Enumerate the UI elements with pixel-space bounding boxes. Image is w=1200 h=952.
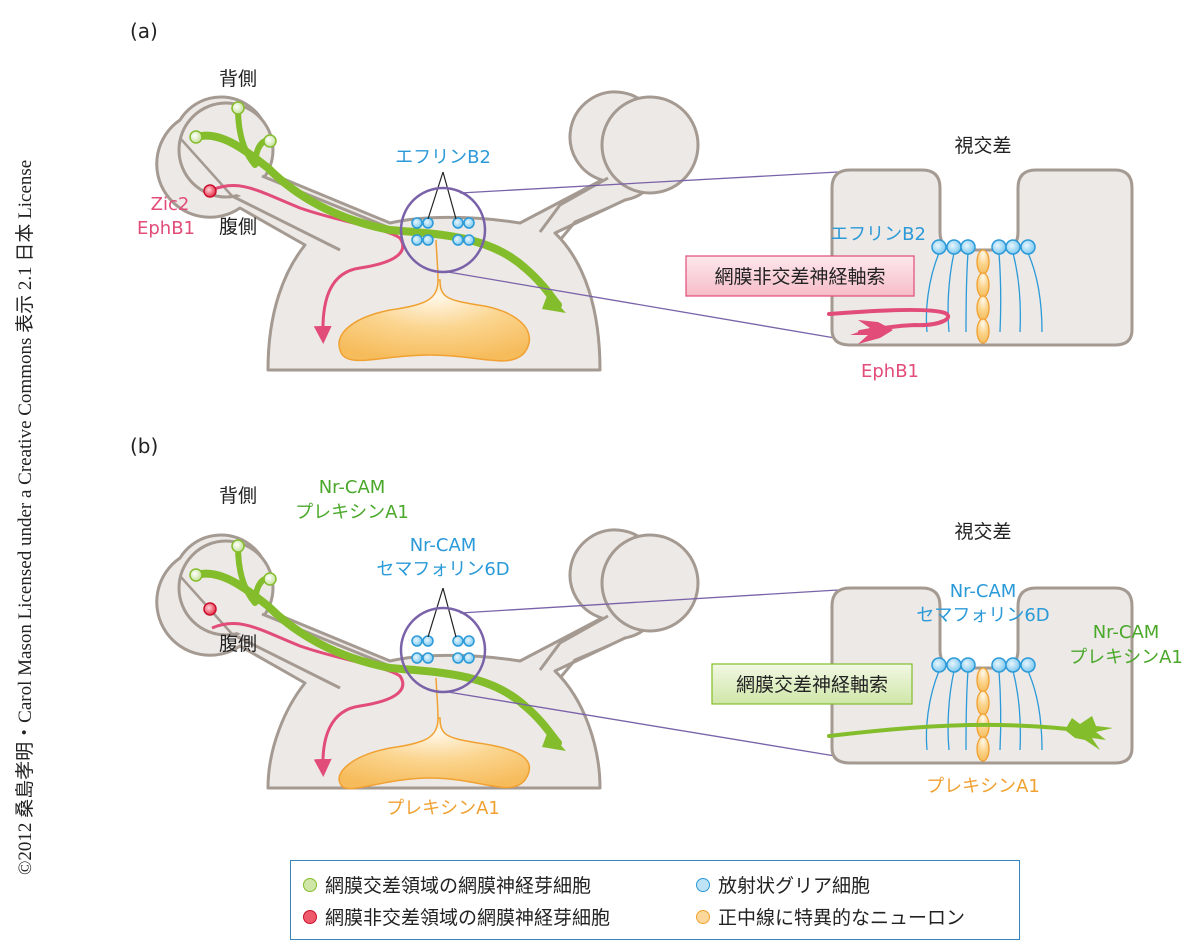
chiasm-inset (827, 586, 1134, 765)
plexina1-bottom-label: プレキシンA1 (386, 798, 500, 819)
growth-cone-marker-plexina1: プレキシンA1 (1069, 647, 1183, 668)
zoom-circle (399, 606, 487, 694)
retinal-cell-green (263, 572, 277, 586)
panel-a-label: (a) (130, 19, 158, 43)
zoom-connector (459, 171, 839, 194)
inset-plexina1-label: プレキシンA1 (926, 776, 1040, 797)
growth-cone (850, 320, 893, 344)
zoom-connector (459, 589, 839, 614)
ventral-label: 腹側 (219, 216, 257, 238)
retinal-cell-green (189, 568, 203, 582)
legend-label: 網膜非交差領域の網膜神経芽細胞 (325, 907, 611, 929)
uncrossed-axon-label: 網膜非交差神経軸索 (714, 266, 885, 288)
radial-glia (925, 252, 1043, 333)
zoom-connector (447, 271, 836, 339)
midline-neuron-chain (976, 249, 990, 344)
legend-label: 正中線に特異的なニューロン (718, 907, 966, 929)
axon-marker-plexina1: プレキシンA1 (295, 502, 409, 523)
ephrinb2-label: エフリンB2 (395, 147, 491, 168)
legend-item-noncrossing-retinal-cell: 網膜非交差領域の網膜神経芽細胞 (303, 903, 610, 930)
panel-b-label: (b) (130, 434, 158, 458)
pointer-lines (427, 587, 457, 638)
midline-marker-sema6d: セマフォリン6D (376, 559, 509, 580)
inset-ephrinb2-label: エフリンB2 (830, 224, 926, 245)
crossed-axon-box (711, 663, 913, 705)
panel-b: (b) (130, 434, 1183, 819)
blue-circle-icon (696, 877, 710, 892)
green-circle-icon (303, 877, 317, 892)
legend-item-radial-glia: 放射状グリア細胞 (696, 871, 870, 898)
glia-cell-bodies (931, 657, 1036, 673)
orange-circle-icon (696, 909, 710, 924)
uncrossed-axon (211, 184, 405, 344)
glia-cluster (411, 217, 475, 246)
copyright-notice: ©2012 桑島孝明・Carol Mason Licensed under a … (15, 159, 36, 875)
legend-label: 放射状グリア細胞 (718, 875, 871, 897)
pointer-lines (427, 171, 457, 220)
uncrossed-axon (211, 622, 405, 777)
retinal-cell-green (263, 134, 277, 148)
chiasm-title: 視交差 (954, 135, 1011, 157)
growth-cone-marker-nrcam: Nr-CAM (1093, 622, 1160, 643)
retinal-cell-green (189, 130, 203, 144)
ephb1-retina-label: EphB1 (137, 218, 195, 239)
panel-a: (a) (130, 19, 1134, 382)
glia-cluster (411, 635, 475, 664)
dorsal-label: 背側 (219, 485, 257, 507)
zoom-connector (447, 691, 836, 757)
legend-label: 網膜交差領域の網膜神経芽細胞 (325, 875, 592, 897)
legend: 網膜交差領域の網膜神経芽細胞 網膜非交差領域の網膜神経芽細胞 放射状グリア細胞 … (290, 860, 1020, 940)
legend-item-midline-neuron: 正中線に特異的なニューロン (696, 903, 965, 930)
retina-eye (177, 539, 275, 637)
midline-neurons (338, 279, 531, 362)
inset-marker-sema6d: セマフォリン6D (916, 605, 1049, 626)
retinal-cell-green (231, 101, 245, 115)
growth-cone-label: EphB1 (861, 361, 919, 382)
chiasm-inset (827, 168, 1134, 347)
contralateral-eye (600, 533, 700, 633)
crossed-axon-label: 網膜交差神経軸索 (736, 674, 888, 696)
midline-marker-nrcam: Nr-CAM (410, 535, 477, 556)
glia-cell-bodies (931, 239, 1036, 255)
dorsal-label: 背側 (219, 68, 257, 90)
zoom-circle (399, 186, 487, 274)
retinal-cell-red (203, 602, 217, 616)
retinal-cell-green (231, 539, 245, 553)
growth-cone (1065, 716, 1113, 750)
retina-eye (177, 101, 275, 199)
axon-marker-nrcam: Nr-CAM (319, 477, 386, 498)
uncrossed-axon-box (685, 255, 915, 297)
red-circle-icon (303, 909, 317, 924)
legend-item-crossing-retinal-cell: 網膜交差領域の網膜神経芽細胞 (303, 871, 591, 898)
retinal-cell-red (203, 184, 217, 198)
radial-glia (925, 670, 1043, 751)
zic2-label: Zic2 (151, 194, 190, 215)
midline-neurons (338, 717, 531, 790)
chiasm-title: 視交差 (954, 521, 1011, 543)
ventral-label: 腹側 (219, 633, 257, 655)
crossed-growth-axon (827, 722, 1087, 738)
inset-marker-nrcam: Nr-CAM (950, 581, 1017, 602)
contralateral-eye (600, 95, 700, 195)
